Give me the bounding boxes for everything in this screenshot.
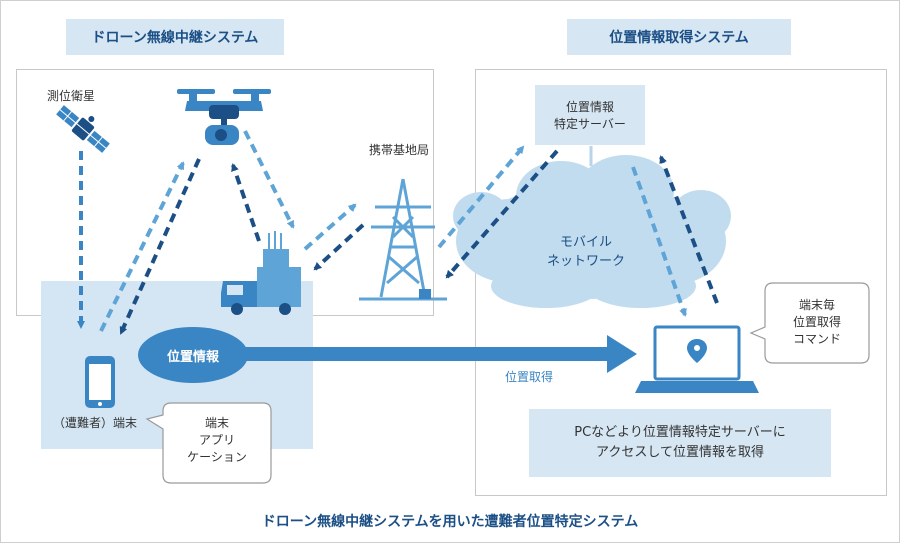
location-system-header: 位置情報取得システム (567, 19, 791, 55)
acquire-label: 位置取得 (505, 370, 554, 384)
satellite-icon (56, 105, 110, 153)
pc-note-line2: アクセスして位置情報を取得 (596, 445, 764, 460)
mobile-network-cloud (453, 155, 731, 308)
command-label-line1: 端末毎 (798, 298, 835, 312)
truck-icon (221, 231, 301, 315)
server-label-line2: 特定サーバー (554, 117, 626, 131)
tower-base-unit (419, 289, 431, 299)
location-server-box: 位置情報 特定サーバー (535, 85, 645, 145)
terminal-label: （遭難者）端末 (53, 416, 138, 430)
command-label-line3: コマンド (792, 332, 841, 346)
diagram-caption: ドローン無線中継システムを用いた遭難者位置特定システム (261, 514, 639, 530)
app-callout-text: 端末 アプリ ケーション (163, 415, 271, 466)
mobile-network-label: モバイル ネットワーク (531, 231, 641, 269)
app-label-line2: アプリ (198, 433, 235, 447)
app-callout (145, 402, 272, 484)
satellite-label: 測位衛星 (47, 89, 96, 103)
base-station-label: 携帯基地局 (369, 143, 430, 157)
app-label-line3: ケーション (187, 450, 247, 464)
network-label-line2: ネットワーク (546, 254, 625, 269)
tower-icon (359, 178, 447, 301)
location-info-bubble (138, 327, 248, 383)
command-callout-text: 端末毎 位置取得 コマンド (765, 297, 869, 348)
signal-arrows (77, 130, 719, 335)
location-info-label: 位置情報 (166, 350, 219, 365)
drone-icon (177, 89, 271, 145)
pc-access-note: PCなどより位置情報特定サーバーに アクセスして位置情報を取得 (529, 409, 831, 477)
location-data-arrow (231, 335, 637, 373)
command-callout (749, 282, 870, 364)
map-pin-icon (687, 339, 707, 363)
laptop-icon (635, 325, 759, 393)
command-label-line2: 位置取得 (792, 315, 841, 329)
server-label-line1: 位置情報 (565, 100, 614, 114)
pc-note-line1: PCなどより位置情報特定サーバーに (574, 425, 786, 440)
app-label-line1: 端末 (204, 416, 229, 430)
network-label-line1: モバイル (559, 235, 612, 250)
phone-icon (85, 356, 115, 408)
drone-system-header: ドローン無線中継システム (66, 19, 284, 55)
